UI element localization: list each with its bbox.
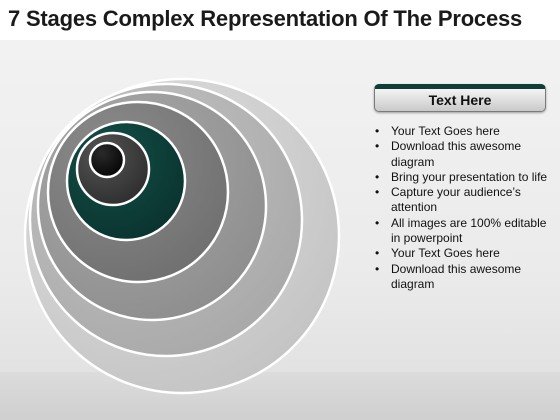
bullet-item: All images are 100% editable in powerpoi… <box>372 216 552 247</box>
text-panel-header: Text Here <box>374 84 546 112</box>
floor-shadow <box>0 372 560 420</box>
bullet-item: Your Text Goes here <box>372 246 552 262</box>
stage-1-core <box>88 141 126 179</box>
bullet-item: Your Text Goes here <box>372 124 552 140</box>
bullet-item: Capture your audience’s attention <box>372 185 552 216</box>
bullet-item: Download this awesome diagram <box>372 139 552 170</box>
bullet-item: Bring your presentation to life <box>372 170 552 186</box>
bullet-list: Your Text Goes here Download this awesom… <box>372 124 552 292</box>
bullet-item: Download this awesome diagram <box>372 262 552 293</box>
page-title: 7 Stages Complex Representation Of The P… <box>8 6 523 31</box>
